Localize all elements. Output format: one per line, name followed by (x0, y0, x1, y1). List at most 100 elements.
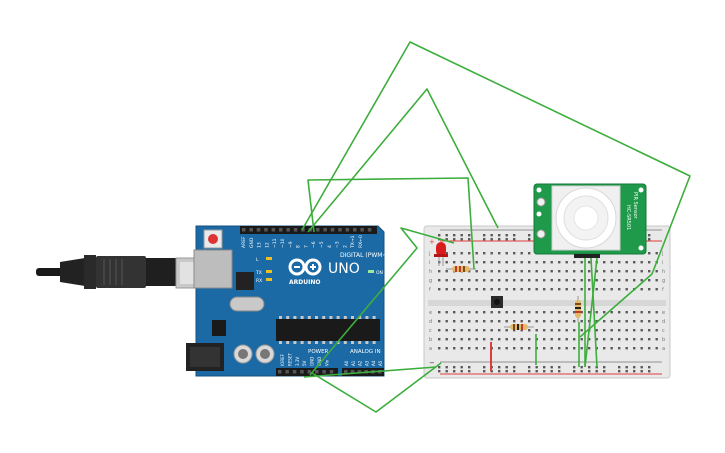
breadboard-hole[interactable] (588, 320, 591, 323)
breadboard-hole[interactable] (438, 370, 441, 373)
breadboard-hole[interactable] (625, 261, 628, 264)
breadboard-hole[interactable] (595, 366, 598, 369)
breadboard-hole[interactable] (618, 311, 621, 314)
breadboard-hole[interactable] (445, 288, 448, 291)
breadboard-hole[interactable] (610, 311, 613, 314)
breadboard-hole[interactable] (618, 270, 621, 273)
breadboard-hole[interactable] (603, 261, 606, 264)
red-led[interactable] (434, 242, 448, 266)
pushbutton[interactable] (491, 296, 503, 308)
breadboard-hole[interactable] (438, 270, 441, 273)
breadboard-hole[interactable] (505, 279, 508, 282)
power-pin-header[interactable] (276, 368, 338, 376)
breadboard-hole[interactable] (558, 347, 561, 350)
breadboard-hole[interactable] (543, 288, 546, 291)
breadboard-hole[interactable] (573, 347, 576, 350)
breadboard-hole[interactable] (595, 320, 598, 323)
breadboard-hole[interactable] (468, 370, 471, 373)
header-pin[interactable] (338, 228, 342, 232)
breadboard-hole[interactable] (618, 279, 621, 282)
breadboard-hole[interactable] (468, 279, 471, 282)
breadboard-hole[interactable] (618, 347, 621, 350)
breadboard-hole[interactable] (438, 279, 441, 282)
breadboard-hole[interactable] (625, 329, 628, 332)
breadboard-hole[interactable] (528, 347, 531, 350)
breadboard-hole[interactable] (558, 370, 561, 373)
breadboard-hole[interactable] (468, 288, 471, 291)
breadboard-hole[interactable] (550, 366, 553, 369)
breadboard-hole[interactable] (528, 288, 531, 291)
breadboard-hole[interactable] (588, 370, 591, 373)
breadboard-hole[interactable] (588, 261, 591, 264)
breadboard-hole[interactable] (603, 320, 606, 323)
breadboard-hole[interactable] (475, 338, 478, 341)
breadboard-hole[interactable] (648, 370, 651, 373)
breadboard-hole[interactable] (520, 261, 523, 264)
breadboard-hole[interactable] (438, 234, 441, 237)
breadboard-hole[interactable] (468, 234, 471, 237)
header-pin[interactable] (264, 228, 268, 232)
breadboard-hole[interactable] (603, 311, 606, 314)
breadboard-hole[interactable] (603, 347, 606, 350)
breadboard-hole[interactable] (550, 270, 553, 273)
breadboard-hole[interactable] (445, 320, 448, 323)
breadboard-hole[interactable] (468, 320, 471, 323)
breadboard-hole[interactable] (528, 329, 531, 332)
breadboard-hole[interactable] (445, 311, 448, 314)
breadboard-hole[interactable] (505, 270, 508, 273)
breadboard-hole[interactable] (543, 370, 546, 373)
breadboard-hole[interactable] (438, 347, 441, 350)
header-pin[interactable] (307, 370, 312, 374)
breadboard-hole[interactable] (595, 288, 598, 291)
breadboard-hole[interactable] (498, 238, 501, 241)
breadboard-hole[interactable] (468, 338, 471, 341)
breadboard-hole[interactable] (498, 270, 501, 273)
header-pin[interactable] (315, 370, 319, 374)
breadboard-hole[interactable] (453, 347, 456, 350)
breadboard-hole[interactable] (483, 279, 486, 282)
header-pin[interactable] (353, 228, 357, 232)
resistor-pir[interactable] (575, 296, 581, 322)
breadboard-hole[interactable] (498, 288, 501, 291)
breadboard-hole[interactable] (655, 252, 658, 255)
breadboard-hole[interactable] (505, 261, 508, 264)
breadboard-hole[interactable] (618, 320, 621, 323)
breadboard-hole[interactable] (453, 261, 456, 264)
breadboard-hole[interactable] (573, 320, 576, 323)
breadboard-hole[interactable] (535, 366, 538, 369)
breadboard-hole[interactable] (535, 261, 538, 264)
usb-cable[interactable] (36, 255, 213, 289)
breadboard-hole[interactable] (513, 279, 516, 282)
breadboard-hole[interactable] (513, 252, 516, 255)
breadboard-hole[interactable] (543, 347, 546, 350)
breadboard-hole[interactable] (580, 366, 583, 369)
breadboard-hole[interactable] (513, 329, 516, 332)
breadboard-hole[interactable] (513, 288, 516, 291)
header-pin[interactable] (279, 228, 283, 232)
breadboard-hole[interactable] (580, 347, 583, 350)
breadboard-hole[interactable] (580, 261, 583, 264)
breadboard-hole[interactable] (528, 238, 531, 241)
breadboard-hole[interactable] (528, 320, 531, 323)
breadboard-hole[interactable] (505, 252, 508, 255)
breadboard-hole[interactable] (475, 329, 478, 332)
breadboard-hole[interactable] (618, 370, 621, 373)
breadboard-hole[interactable] (580, 329, 583, 332)
breadboard-hole[interactable] (625, 370, 628, 373)
breadboard-hole[interactable] (453, 238, 456, 241)
breadboard-hole[interactable] (475, 279, 478, 282)
breadboard-hole[interactable] (595, 329, 598, 332)
breadboard-hole[interactable] (543, 366, 546, 369)
breadboard-hole[interactable] (505, 347, 508, 350)
breadboard-hole[interactable] (655, 329, 658, 332)
breadboard-hole[interactable] (610, 329, 613, 332)
breadboard-hole[interactable] (505, 234, 508, 237)
breadboard-hole[interactable] (498, 338, 501, 341)
breadboard-hole[interactable] (625, 311, 628, 314)
breadboard-hole[interactable] (498, 347, 501, 350)
breadboard-hole[interactable] (550, 288, 553, 291)
breadboard-hole[interactable] (633, 270, 636, 273)
breadboard-hole[interactable] (475, 320, 478, 323)
header-pin[interactable] (286, 228, 290, 232)
